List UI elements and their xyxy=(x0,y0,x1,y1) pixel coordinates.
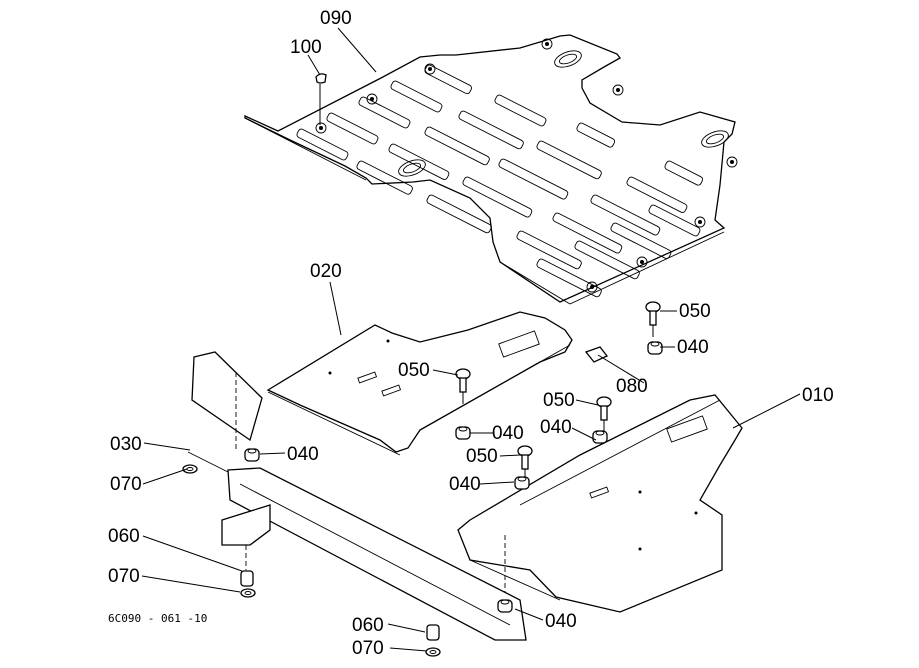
callout-050-c: 050 xyxy=(543,390,575,411)
mat-hole xyxy=(586,281,598,293)
callout-040-f: 040 xyxy=(545,611,577,632)
leader-lines xyxy=(141,27,801,652)
callout-070-b: 070 xyxy=(108,566,140,587)
bracket-030 xyxy=(187,451,527,641)
grommet-040-hole xyxy=(595,430,605,436)
callout-050-a: 050 xyxy=(679,301,711,322)
mat-hole-center xyxy=(640,260,644,264)
mat-hole xyxy=(541,38,553,50)
mat-slot xyxy=(388,143,450,180)
grommet-040-hole xyxy=(458,426,468,432)
mat-hole xyxy=(315,122,327,134)
grommet-040 xyxy=(592,430,608,444)
grommet-040-hole xyxy=(517,476,527,482)
cover-plate-020 xyxy=(191,311,573,456)
mat-slot xyxy=(516,230,582,270)
nut-070-hole xyxy=(429,650,437,654)
callout-070-a: 070 xyxy=(110,474,142,495)
callout-010: 010 xyxy=(802,385,834,406)
callout-labels: 090 100 020 050 040 080 050 010 050 040 … xyxy=(108,8,834,659)
mat-hole-center xyxy=(590,285,594,289)
grommet-040-hole xyxy=(500,599,510,605)
nut-070 xyxy=(182,464,198,474)
grommet-040 xyxy=(647,341,663,355)
mat-slot xyxy=(494,94,547,127)
mat-slot xyxy=(552,212,623,254)
callout-090: 090 xyxy=(320,8,352,29)
mat-slot xyxy=(358,96,411,129)
callout-050-b: 050 xyxy=(398,360,430,381)
mat-hole-center xyxy=(730,160,734,164)
nut-070 xyxy=(425,647,441,657)
floor-mat-090 xyxy=(244,34,738,305)
mat-hole xyxy=(694,216,706,228)
mat-hole xyxy=(612,84,624,96)
bolt-050-shank xyxy=(521,454,529,470)
callout-100: 100 xyxy=(290,37,322,58)
mat-hole-center xyxy=(370,97,374,101)
mat-slot xyxy=(574,240,640,280)
callout-020: 020 xyxy=(310,261,342,282)
mat-slot xyxy=(498,158,569,200)
callout-060-b: 060 xyxy=(352,615,384,636)
callout-040-c: 040 xyxy=(492,423,524,444)
mat-slot xyxy=(424,64,472,95)
mat-slot xyxy=(576,122,616,148)
callout-040-a: 040 xyxy=(677,337,709,358)
mat-slot xyxy=(590,194,661,236)
callout-050-d: 050 xyxy=(466,446,498,467)
callout-060-a: 060 xyxy=(108,526,140,547)
mat-slot xyxy=(390,80,443,113)
callout-070-c: 070 xyxy=(352,638,384,659)
mat-hole xyxy=(636,256,648,268)
mat-hole xyxy=(366,93,378,105)
bolt-050-shank xyxy=(600,405,608,421)
grommet-040-hole xyxy=(247,448,257,454)
mat-hole-center xyxy=(428,67,432,71)
drawing-code: 6C090 - 061 -10 xyxy=(108,612,207,625)
bolt-050-shank xyxy=(459,377,467,393)
mat-hole-center xyxy=(698,220,702,224)
mat-slot xyxy=(610,222,672,259)
mat-hole xyxy=(726,156,738,168)
spacer-060 xyxy=(240,570,254,587)
grommet-040 xyxy=(244,448,260,462)
mat-slot xyxy=(626,176,688,213)
mat-slot xyxy=(536,140,602,180)
mat-slot xyxy=(296,128,349,161)
nut-070-hole xyxy=(244,591,252,595)
mat-slot xyxy=(462,176,533,218)
mat-slot xyxy=(458,110,524,150)
mat-slot xyxy=(356,160,413,195)
mat-hole-center xyxy=(545,42,549,46)
mat-hole-center xyxy=(616,88,620,92)
callout-030: 030 xyxy=(110,434,142,455)
mat-slot xyxy=(648,204,701,237)
callout-040-b: 040 xyxy=(540,417,572,438)
grommet-040 xyxy=(514,476,530,490)
cover-plate-010 xyxy=(457,394,743,613)
bolt-050-shank xyxy=(649,310,657,326)
spacer-060 xyxy=(426,624,440,641)
mat-slot xyxy=(424,126,490,166)
grommet-040 xyxy=(497,599,513,613)
callout-080: 080 xyxy=(616,376,648,397)
block-080 xyxy=(584,346,609,363)
mat-hole-center xyxy=(319,126,323,130)
callout-040-d: 040 xyxy=(287,444,319,465)
mat-slot xyxy=(536,258,602,298)
mat-slot xyxy=(664,160,704,186)
nut-070 xyxy=(240,588,256,598)
grommet-040-hole xyxy=(650,341,660,347)
mat-slot xyxy=(426,194,492,234)
callout-040-e: 040 xyxy=(449,474,481,495)
mat-slot xyxy=(326,112,379,145)
grommet-040 xyxy=(455,426,471,440)
clip-100 xyxy=(315,73,327,125)
mat-hole xyxy=(424,63,436,75)
